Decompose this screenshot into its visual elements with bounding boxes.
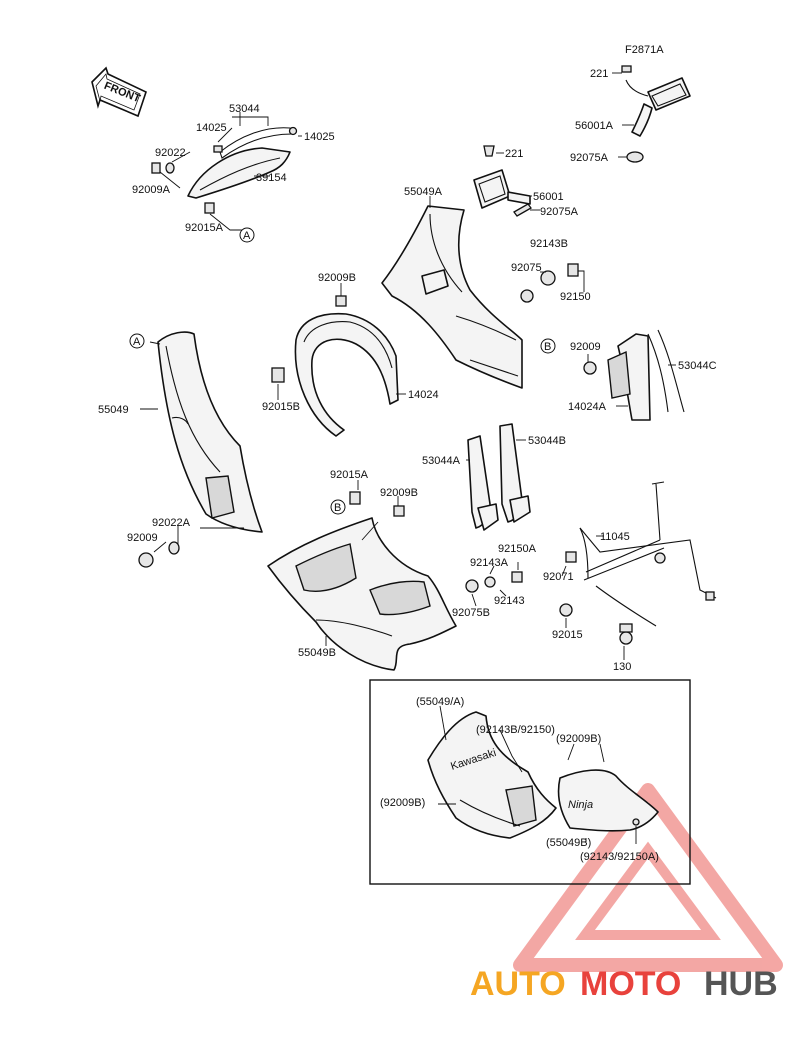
callout-b-low: B [330, 499, 346, 515]
label-14024A: 14024A [568, 401, 607, 413]
label-14025-right: 14025 [304, 131, 335, 143]
label-92075A-mid: 92075A [540, 206, 579, 218]
label-221-mid: 221 [505, 148, 523, 160]
label-92071: 92071 [543, 571, 574, 583]
side-seal-right [583, 329, 685, 421]
inset-lower-text: Ninja [568, 799, 593, 811]
label-221-top: 221 [590, 68, 608, 80]
inset-box: Kawasaki Ninja [369, 679, 691, 885]
label-92015: 92015 [552, 629, 583, 641]
label-55049B: 55049B [298, 647, 336, 659]
label-53044C: 53044C [678, 360, 717, 372]
label-53044: 53044 [229, 103, 260, 115]
label-14024: 14024 [408, 389, 439, 401]
inner-cover-14024 [271, 295, 399, 437]
label-92015B: 92015B [262, 401, 300, 413]
windshield [151, 126, 298, 214]
lower-fairing [267, 491, 523, 671]
inset-label-92143B-92150: (92143B/92150) [476, 724, 555, 736]
label-92009B-low: 92009B [380, 487, 418, 499]
label-92009A: 92009A [132, 184, 171, 196]
front-arrow-icon: FRONT [91, 66, 147, 118]
mirror-left [473, 145, 532, 217]
label-11045: 11045 [600, 531, 630, 543]
mirror-right [621, 65, 691, 163]
label-130: 130 [613, 661, 631, 673]
label-14025-left: 14025 [196, 122, 227, 134]
svg-text:AUTO: AUTO [470, 965, 566, 1003]
label-39154: 39154 [256, 172, 287, 184]
label-56001A: 56001A [575, 120, 614, 132]
label-92015A-low: 92015A [330, 469, 369, 481]
label-92143: 92143 [494, 595, 525, 607]
inset-label-55049-A: (55049/A) [416, 696, 464, 708]
svg-text:A: A [243, 230, 251, 242]
svg-text:B: B [544, 341, 551, 353]
label-92015A-top: 92015A [185, 222, 224, 234]
label-92143A: 92143A [470, 557, 509, 569]
label-92143B: 92143B [530, 238, 568, 250]
label-92150A: 92150A [498, 543, 537, 555]
seal-53044A [467, 435, 499, 531]
diagram-code: F2871A [625, 44, 664, 56]
inset-label-55049B: (55049B) [546, 837, 591, 849]
inset-label-92009B-top: (92009B) [556, 733, 601, 745]
callout-a-left: A [129, 333, 145, 349]
inset-label-92009B-left: (92009B) [380, 797, 425, 809]
label-56001: 56001 [533, 191, 564, 203]
svg-text:HUB: HUB [704, 965, 778, 1003]
inset-label-92143-92150A: (92143/92150A) [580, 851, 659, 863]
callout-b-right: B [540, 338, 556, 354]
svg-text:B: B [334, 502, 341, 514]
fairing-stay-11045 [559, 481, 717, 645]
label-92022: 92022 [155, 147, 186, 159]
seal-53044B [499, 423, 531, 523]
label-92075A: 92075A [570, 152, 609, 164]
label-53044A: 53044A [422, 455, 461, 467]
watermark-text: AUTO MOTO HUB [470, 965, 778, 1003]
upper-fairing-left [138, 331, 263, 568]
watermark-triangle [513, 783, 783, 972]
label-92009B-mid: 92009B [318, 272, 356, 284]
label-55049A: 55049A [404, 186, 443, 198]
label-92075: 92075 [511, 262, 542, 274]
svg-text:A: A [133, 336, 141, 348]
label-92009-left: 92009 [127, 532, 158, 544]
label-92009-right: 92009 [570, 341, 601, 353]
upper-fairing-right [381, 205, 579, 389]
label-92075B: 92075B [452, 607, 490, 619]
svg-text:MOTO: MOTO [580, 965, 681, 1003]
label-53044B: 53044B [528, 435, 566, 447]
label-55049: 55049 [98, 404, 129, 416]
callout-a-top: A [239, 227, 255, 243]
label-92022A: 92022A [152, 517, 191, 529]
label-92150: 92150 [560, 291, 591, 303]
